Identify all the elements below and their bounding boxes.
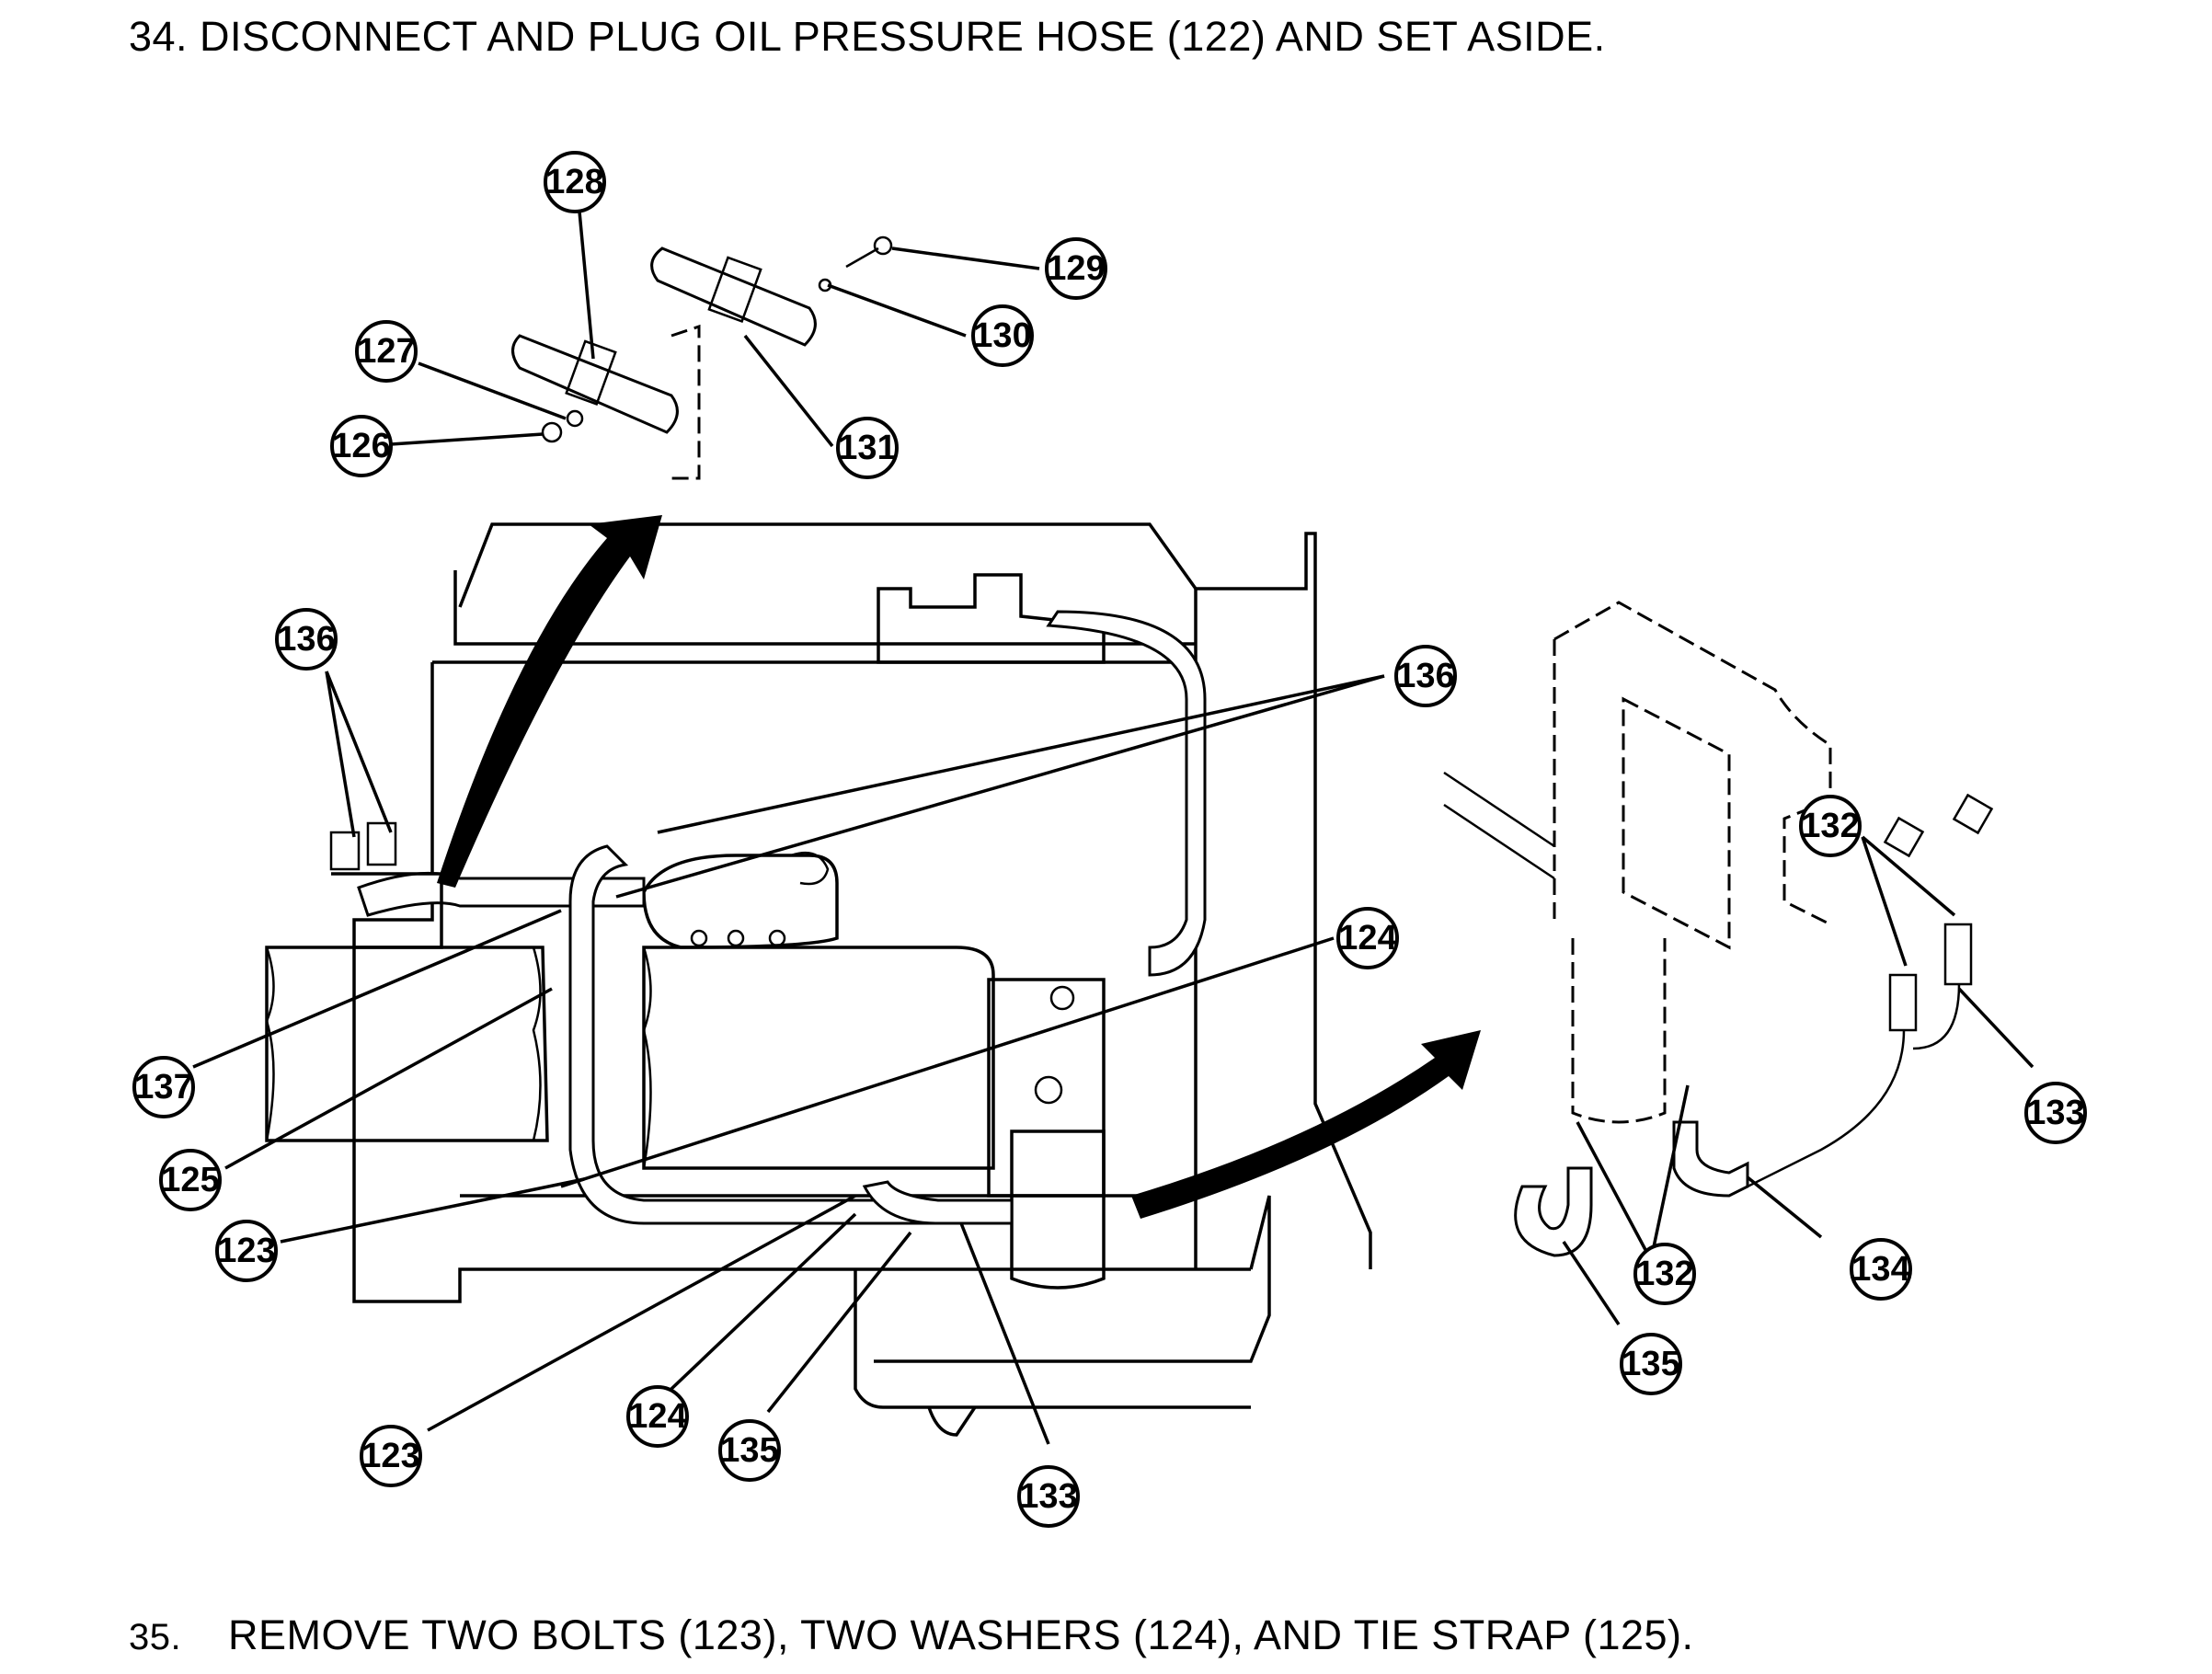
- svg-text:124: 124: [628, 1397, 686, 1436]
- svg-text:133: 133: [2026, 1094, 2084, 1132]
- svg-text:135: 135: [1622, 1345, 1679, 1383]
- svg-text:134: 134: [1851, 1250, 1909, 1289]
- step-34-instruction: 34. DISCONNECT AND PLUG OIL PRESSURE HOS…: [129, 13, 1606, 60]
- svg-text:123: 123: [217, 1232, 275, 1270]
- callout-137: 137: [132, 1056, 195, 1118]
- svg-text:123: 123: [361, 1437, 419, 1475]
- callout-134: 134: [1850, 1238, 1912, 1301]
- svg-text:129: 129: [1047, 249, 1105, 288]
- svg-text:128: 128: [545, 163, 603, 201]
- svg-text:132: 132: [1801, 807, 1859, 845]
- svg-text:124: 124: [1338, 919, 1396, 957]
- callout-129: 129: [1045, 237, 1107, 300]
- svg-text:131: 131: [838, 429, 896, 467]
- callout-128: 128: [544, 151, 606, 213]
- callout-124-bottom: 124: [626, 1385, 689, 1448]
- callout-125: 125: [159, 1149, 222, 1211]
- svg-text:136: 136: [1396, 657, 1454, 695]
- svg-text:133: 133: [1019, 1477, 1077, 1516]
- step-35-instruction: 35. REMOVE TWO BOLTS (123), TWO WASHERS (…: [129, 1611, 1694, 1659]
- callout-127: 127: [355, 320, 418, 383]
- callout-133-right: 133: [2024, 1082, 2087, 1144]
- clamp-detail-drawing: [511, 235, 893, 480]
- callout-131: 131: [836, 417, 899, 479]
- step-35-text: REMOVE TWO BOLTS (123), TWO WASHERS (124…: [228, 1611, 1694, 1658]
- callout-132-top: 132: [1799, 795, 1862, 857]
- callout-133-bottom: 133: [1017, 1465, 1080, 1528]
- svg-text:135: 135: [720, 1431, 778, 1470]
- svg-text:125: 125: [161, 1161, 219, 1199]
- leader-lines: [192, 211, 2034, 1445]
- callout-135-bottom: 135: [718, 1419, 781, 1482]
- hose-detail-drawing: [1443, 601, 1994, 1257]
- detail-arrow-right: [1131, 1030, 1481, 1219]
- callout-132-bottom: 132: [1633, 1243, 1696, 1305]
- callout-135-right: 135: [1620, 1333, 1682, 1395]
- step-35-number: 35.: [129, 1617, 182, 1657]
- svg-text:132: 132: [1635, 1255, 1693, 1293]
- callout-130: 130: [971, 304, 1034, 367]
- svg-text:127: 127: [357, 332, 415, 371]
- callout-123-bottom: 123: [360, 1425, 422, 1487]
- svg-text:126: 126: [332, 427, 390, 465]
- detail-arrow-top: [437, 515, 662, 888]
- svg-text:130: 130: [973, 316, 1031, 355]
- callout-123-left: 123: [215, 1220, 278, 1282]
- callout-136-right: 136: [1394, 645, 1457, 707]
- callout-136-left: 136: [275, 608, 338, 671]
- svg-text:136: 136: [277, 620, 335, 659]
- callout-124-right: 124: [1336, 907, 1399, 969]
- callout-126: 126: [330, 415, 393, 477]
- svg-text:137: 137: [134, 1068, 192, 1106]
